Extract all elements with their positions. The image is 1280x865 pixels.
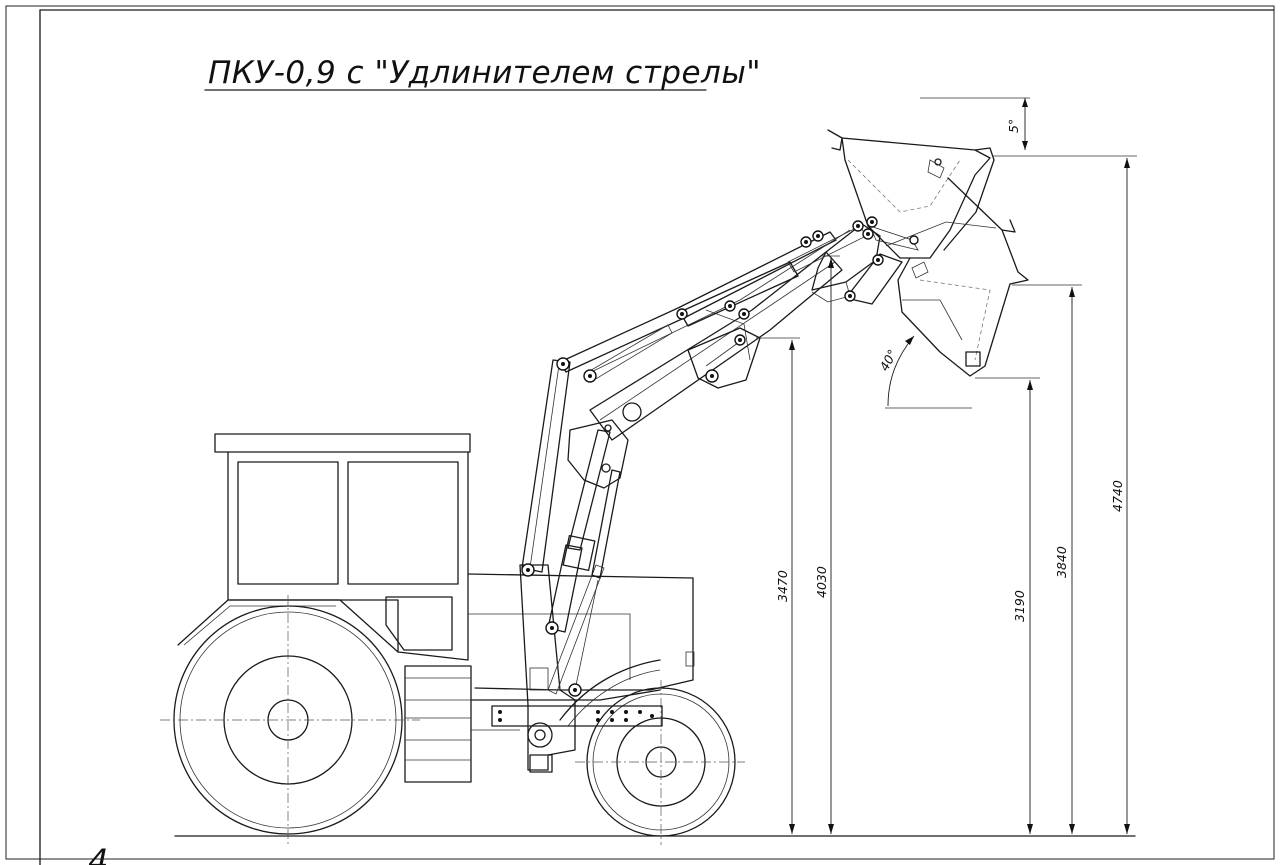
front-wheel — [575, 680, 745, 845]
loader-mount — [491, 564, 663, 773]
boom-assembly — [521, 223, 919, 695]
cab-front-window — [237, 461, 339, 585]
bucket-link — [845, 253, 903, 305]
engine-panel — [468, 613, 631, 680]
boom-post — [521, 359, 571, 573]
rear-fender-inner — [183, 605, 336, 646]
lift-cylinder-rod — [567, 429, 611, 551]
dim-3190-label: 3190 — [1012, 590, 1027, 622]
boom-hole — [622, 402, 642, 422]
cab-side-window — [347, 461, 459, 585]
lift-cylinder — [547, 544, 583, 633]
tilt-cylinder — [679, 261, 799, 327]
angle-40-label: 40° — [876, 347, 900, 374]
angle-5-label: 5° — [1006, 119, 1021, 133]
dimension-lines: 3470 4030 3190 3840 4740 5° — [756, 97, 1137, 834]
dim-3840-label: 3840 — [1054, 546, 1069, 578]
headlight — [685, 651, 695, 667]
page-number: 4 — [88, 842, 108, 865]
boom-knuckle — [567, 419, 629, 489]
rear-wheel — [160, 595, 420, 845]
mount-plate — [491, 705, 663, 727]
step-block — [404, 665, 472, 783]
boom-extension — [811, 223, 881, 291]
front-fender — [559, 659, 661, 721]
chassis-beam — [470, 689, 661, 701]
cab-frame — [227, 451, 469, 661]
angle-40-arc — [887, 335, 915, 407]
cab-door-window — [385, 596, 453, 651]
main-boom — [589, 251, 843, 441]
outer-border — [5, 5, 1275, 860]
upper-link — [559, 231, 837, 373]
engine-hood — [467, 573, 694, 691]
dim-3470-label: 3470 — [775, 570, 790, 602]
dim-4030-label: 4030 — [814, 566, 829, 598]
cab-roof — [214, 433, 471, 453]
tilt-bracket — [687, 327, 761, 389]
tractor — [160, 433, 745, 845]
pivot-pins — [521, 216, 919, 697]
drawing-title: ПКУ-0,9 с "Удлинителем стрелы" — [208, 55, 761, 91]
bucket-dump-position — [885, 177, 1029, 377]
bucket-dump-outline — [897, 177, 1029, 377]
bucket-upper-outline — [841, 137, 991, 259]
rear-fender — [177, 599, 399, 653]
dim-4740-label: 4740 — [1110, 480, 1125, 512]
